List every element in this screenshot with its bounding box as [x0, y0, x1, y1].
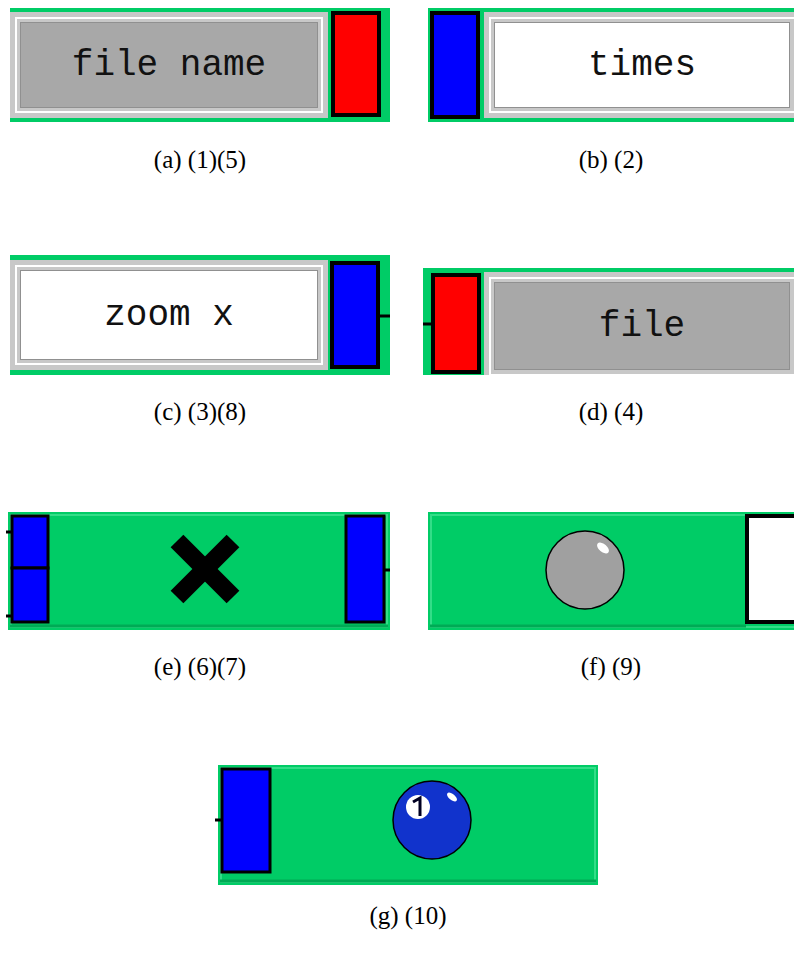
green-panel: [428, 512, 794, 630]
ball-mark: [413, 798, 420, 816]
panel-shadow: [220, 880, 596, 883]
blue-port: [222, 769, 270, 872]
widget-f: [428, 512, 794, 630]
blue-port: [346, 516, 384, 622]
ball-highlight: [445, 791, 458, 803]
caption-label: (d) (4): [579, 398, 644, 426]
widget-g: [215, 765, 598, 885]
text-field: times: [494, 22, 790, 108]
green-panel: [10, 8, 390, 122]
panel-shadow: [10, 625, 388, 628]
white-port: [747, 516, 794, 622]
widget-e: [6, 512, 390, 630]
caption-label: (c) (3)(8): [154, 398, 246, 426]
widget-b: [428, 8, 794, 122]
port-stub: [423, 323, 433, 326]
port-stub: [6, 531, 12, 534]
text-field: file: [494, 282, 790, 370]
text-field: file name: [20, 22, 318, 108]
field-text: file name: [72, 45, 266, 86]
field-frame: [10, 260, 328, 370]
field-frame: [484, 12, 794, 118]
port-stub: [215, 819, 222, 822]
green-panel: [428, 8, 794, 122]
field-frame: [10, 12, 328, 118]
widget-c: [10, 255, 390, 375]
cross-icon: [177, 541, 233, 597]
red-port: [333, 13, 379, 115]
widget-a: [10, 8, 390, 122]
red-port: [433, 275, 479, 372]
port-stub: [6, 615, 12, 618]
blue-ball-icon: [393, 781, 471, 859]
field-frame: [484, 272, 794, 375]
caption-label: (a) (1)(5): [154, 146, 246, 174]
field-inner-border: [490, 278, 794, 375]
field-inner-border: [490, 18, 794, 112]
panel-shadow: [430, 625, 746, 628]
blue-port: [332, 263, 378, 367]
caption-label: (g) (10): [369, 902, 446, 930]
panel-bevel: [431, 515, 794, 627]
ball-highlight: [595, 540, 611, 555]
green-panel: [10, 255, 390, 375]
caption-label: (f) (9): [581, 653, 641, 681]
field-text: zoom x: [104, 295, 234, 336]
panel-bevel: [11, 515, 387, 627]
blue-port: [432, 13, 478, 117]
text-field: zoom x: [20, 270, 318, 360]
blue-port: [12, 516, 48, 568]
field-text: file: [599, 306, 685, 347]
green-panel: [218, 765, 598, 885]
ball-spot: [406, 795, 430, 819]
field-text: times: [588, 45, 696, 86]
cross-icon: [177, 541, 233, 597]
caption-label: (e) (6)(7): [154, 653, 246, 681]
green-panel: [423, 268, 794, 375]
caption-label: (b) (2): [579, 146, 644, 174]
widget-d: [423, 268, 794, 375]
field-inner-border: [16, 266, 322, 364]
port-stub: [378, 315, 390, 318]
green-panel: [8, 512, 390, 630]
panel-bevel: [221, 768, 595, 882]
field-inner-border: [16, 18, 322, 112]
grey-ball-icon: [546, 531, 624, 609]
blue-port: [12, 568, 48, 622]
port-stub: [384, 569, 390, 572]
